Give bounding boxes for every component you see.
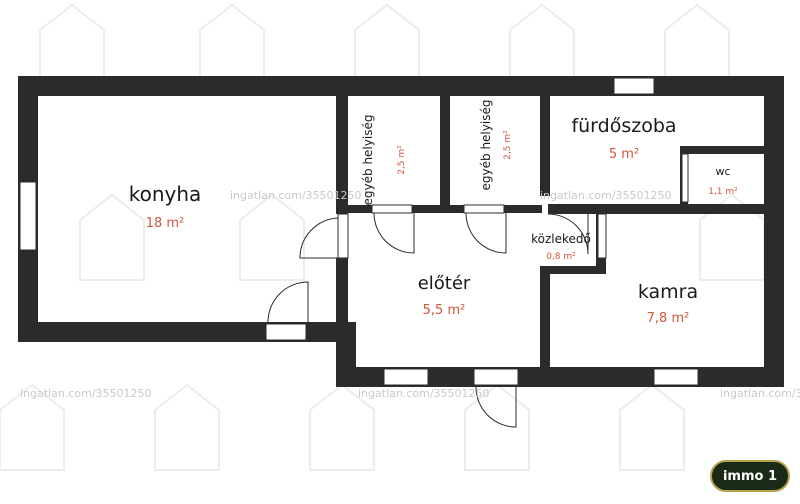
room-eloter-name: előtér bbox=[418, 273, 471, 294]
room-labels: konyha 18 m² egyéb helyiség 2,5 m² egyéb… bbox=[129, 100, 738, 326]
doors bbox=[337, 153, 689, 386]
watermark-text-3: ingatlan.com/35501250 bbox=[20, 387, 152, 400]
windows bbox=[19, 77, 699, 386]
kamra-window bbox=[653, 368, 699, 386]
room-konyha-area: 18 m² bbox=[146, 216, 185, 231]
immo1-logo: immo 1 bbox=[710, 460, 790, 492]
hall-window bbox=[383, 368, 429, 386]
watermark-text: ingatlan.com/35501250 ingatlan.com/35501… bbox=[20, 189, 800, 400]
watermark-text-4: ingatlan.com/35501250 bbox=[358, 387, 490, 400]
room-furdoszoba-name: fürdőszoba bbox=[571, 115, 676, 137]
room-kamra-area: 7,8 m² bbox=[647, 311, 690, 326]
room-kozlekedo-name: közlekedő bbox=[531, 232, 591, 246]
watermark-text-2: ingatlan.com/35501250 bbox=[540, 189, 672, 202]
room-konyha-name: konyha bbox=[129, 182, 202, 206]
kitchen-bottom-window bbox=[265, 323, 307, 341]
room-eloter-area: 5,5 m² bbox=[423, 303, 466, 318]
walls bbox=[18, 76, 784, 387]
room-furdoszoba-area: 5 m² bbox=[609, 147, 639, 162]
room-egyeb-2-area: 2,5 m² bbox=[503, 130, 513, 160]
room-egyeb-2-name: egyéb helyiség bbox=[479, 100, 493, 191]
bath-window bbox=[613, 77, 655, 95]
room-egyeb-1-area: 2,5 m² bbox=[397, 145, 407, 175]
watermark-text-5: ingatlan.com/35501250 bbox=[720, 387, 800, 400]
room-kamra-name: kamra bbox=[638, 281, 698, 303]
room-egyeb-1-name: egyéb helyiség bbox=[361, 115, 375, 206]
door-swings bbox=[267, 212, 589, 428]
room-wc-area: 1,1 m² bbox=[708, 187, 738, 197]
kitchen-window bbox=[19, 181, 37, 251]
watermark-text-1: ingatlan.com/35501250 bbox=[230, 189, 362, 202]
room-wc-name: wc bbox=[715, 165, 730, 178]
logo-text: immo 1 bbox=[722, 468, 778, 484]
room-kozlekedo-area: 0,8 m² bbox=[546, 252, 576, 262]
watermark-pattern bbox=[0, 3, 765, 471]
